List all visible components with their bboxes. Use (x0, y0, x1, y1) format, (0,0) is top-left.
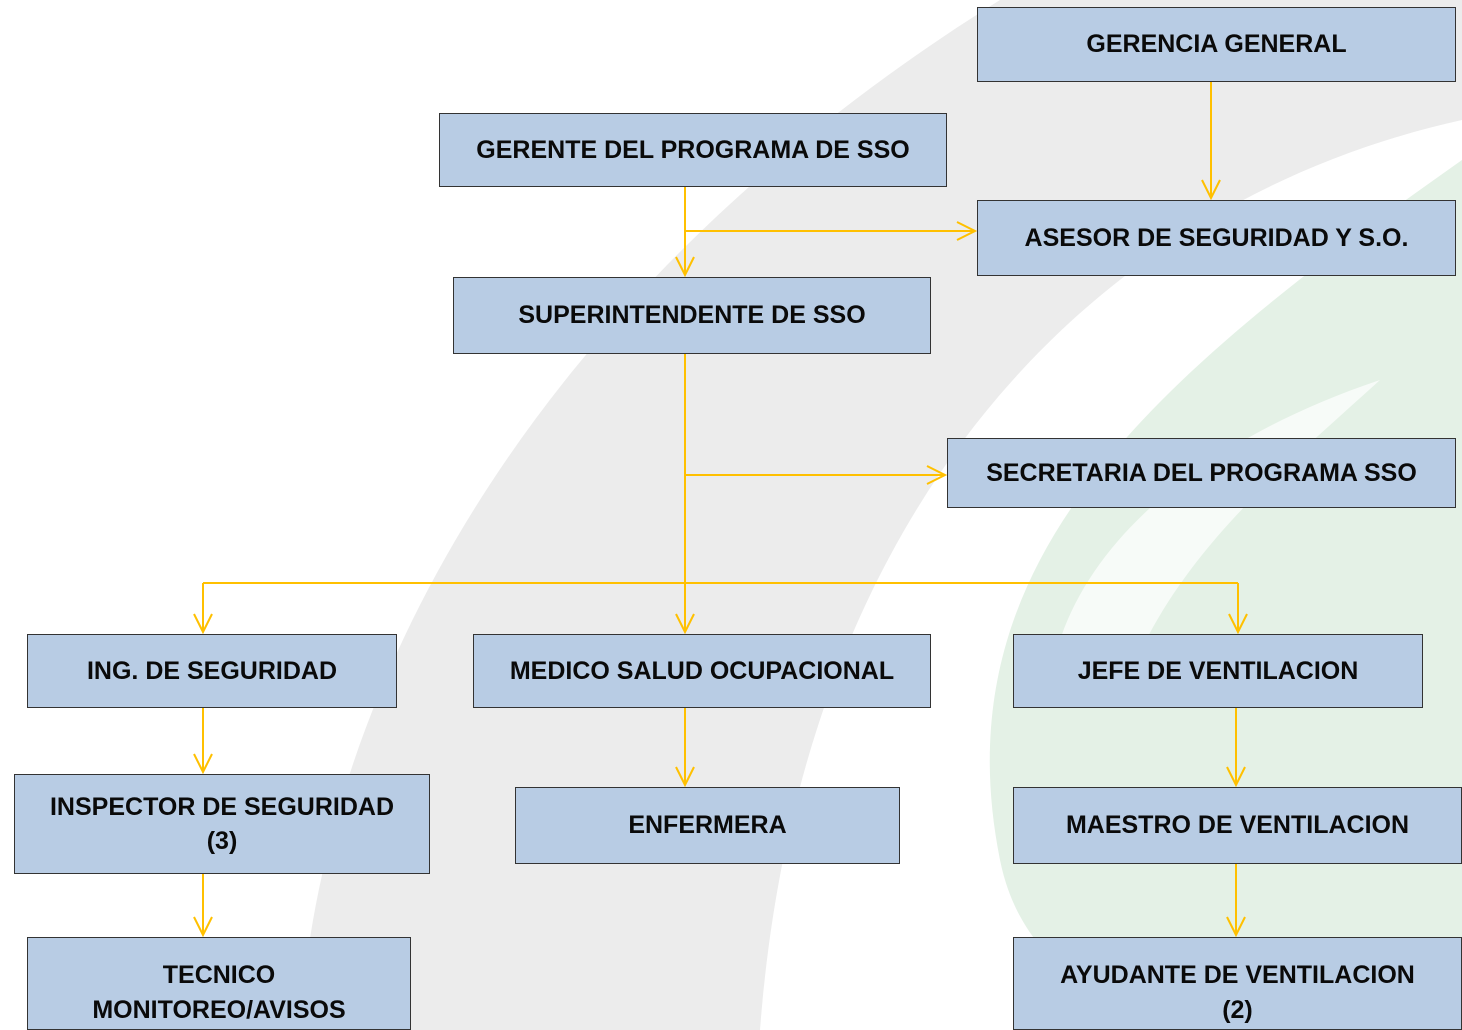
node-secretaria-programa: SECRETARIA DEL PROGRAMA SSO (947, 438, 1456, 508)
node-enfermera: ENFERMERA (515, 787, 900, 864)
arrow-to-inspector (193, 753, 213, 775)
arrow-branch-asesor (956, 221, 978, 241)
watermark-white-curve (1060, 380, 1380, 700)
arrow-to-ayudante (1226, 916, 1246, 938)
node-tecnico-monitoreo: TECNICO MONITOREO/AVISOS (27, 937, 411, 1030)
arrow-to-enfermera (675, 766, 695, 788)
node-medico-salud-ocupacional: MEDICO SALUD OCUPACIONAL (473, 634, 931, 708)
node-jefe-ventilacion: JEFE DE VENTILACION (1013, 634, 1423, 708)
watermark-gray-swoosh (300, 0, 1462, 1030)
node-inspector-seguridad: INSPECTOR DE SEGURIDAD (3) (14, 774, 430, 874)
arrow-to-asesor (1201, 179, 1221, 201)
arrow-to-superintendente (675, 256, 695, 278)
arrow-branch-secretaria (926, 465, 948, 485)
arrow-to-maestro (1226, 766, 1246, 788)
node-gerencia-general: GERENCIA GENERAL (977, 7, 1456, 82)
arrow-to-ing-seguridad (193, 613, 213, 635)
node-asesor-seguridad: ASESOR DE SEGURIDAD Y S.O. (977, 200, 1456, 276)
node-maestro-ventilacion: MAESTRO DE VENTILACION (1013, 787, 1462, 864)
node-gerente-programa-sso: GERENTE DEL PROGRAMA DE SSO (439, 113, 947, 187)
node-ayudante-ventilacion: AYUDANTE DE VENTILACION (2) (1013, 937, 1462, 1030)
arrow-to-jefe-ventilacion (1228, 613, 1248, 635)
node-superintendente-sso: SUPERINTENDENTE DE SSO (453, 277, 931, 354)
arrow-to-tecnico (193, 916, 213, 938)
arrow-to-medico (675, 613, 695, 635)
node-ing-seguridad: ING. DE SEGURIDAD (27, 634, 397, 708)
